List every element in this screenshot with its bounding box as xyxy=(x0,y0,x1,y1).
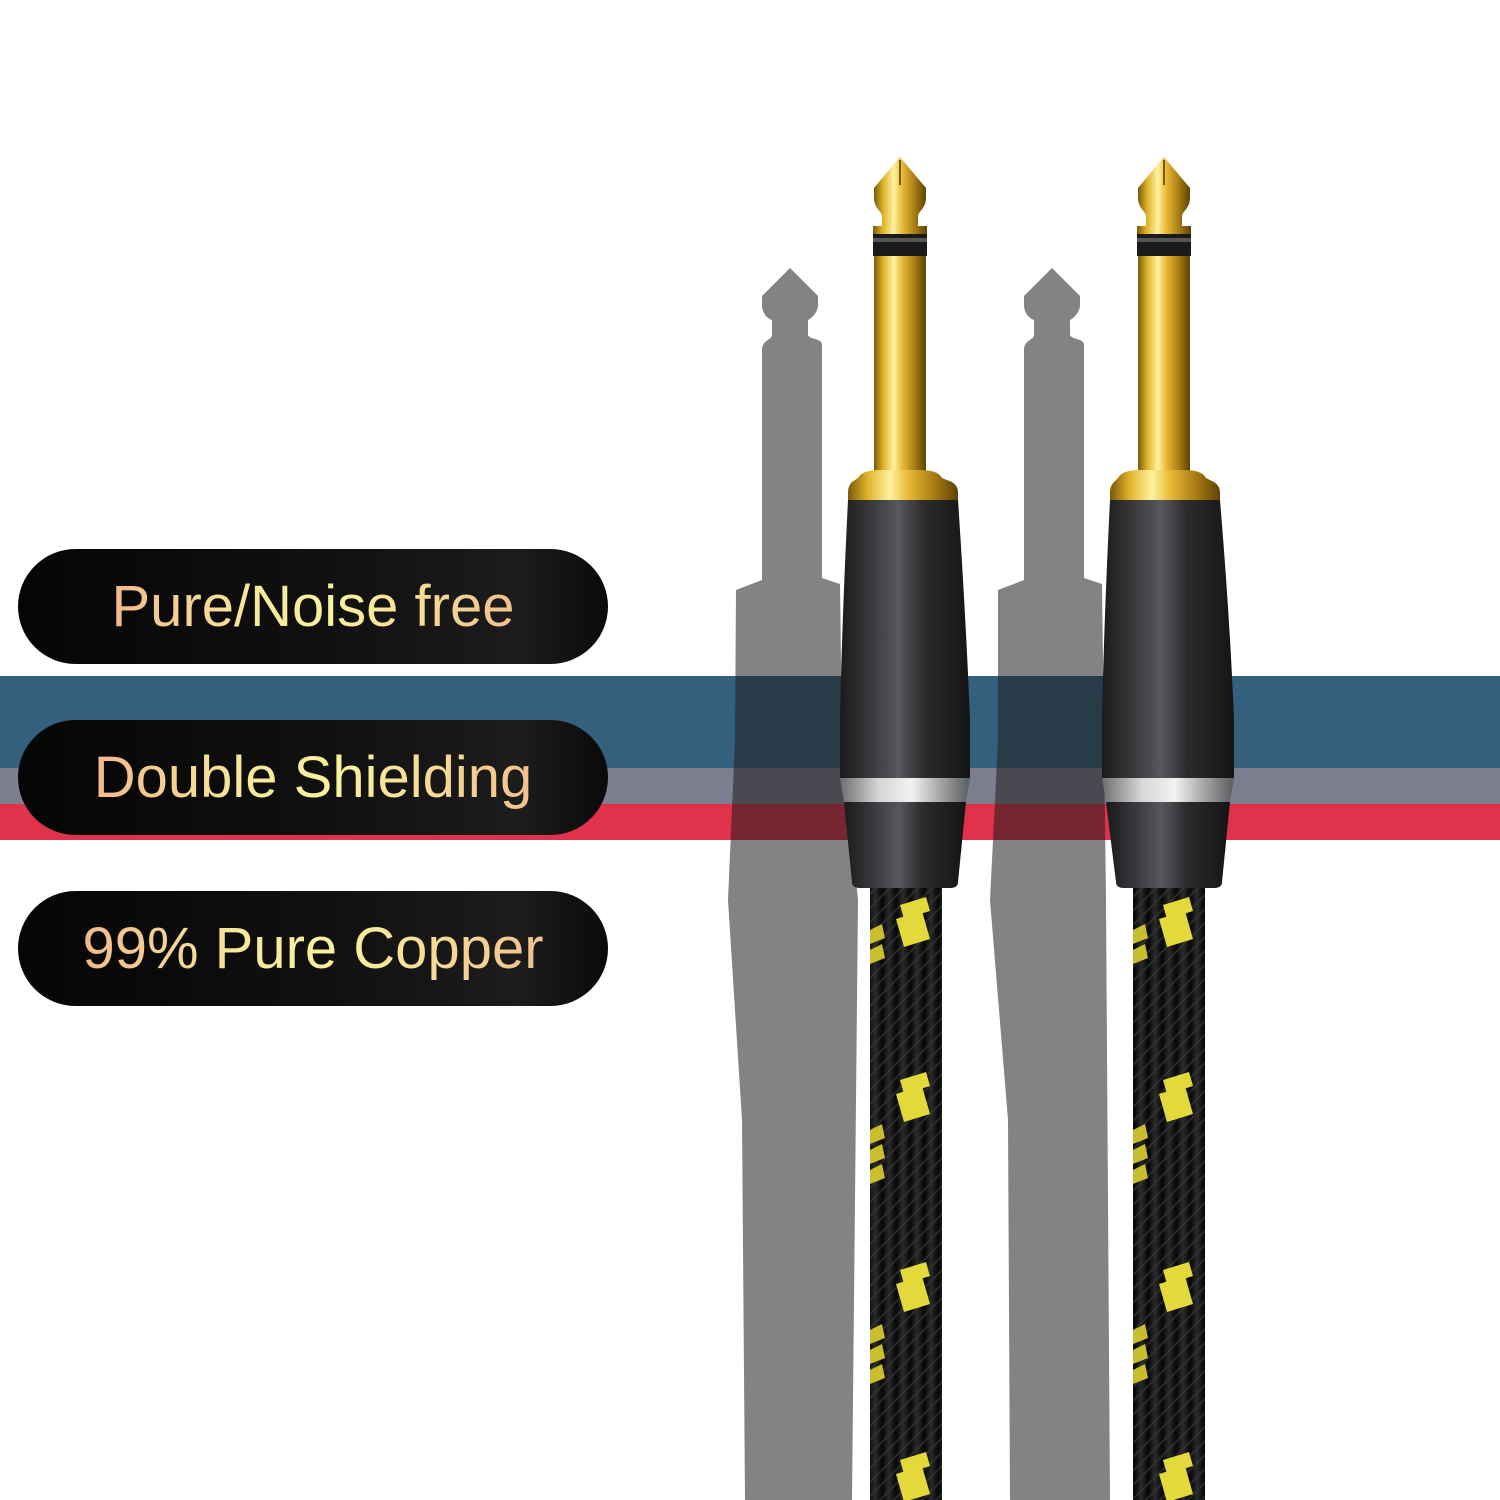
shadow-plug-right xyxy=(990,268,1110,1500)
feature-badge-noise-free: Pure/Noise free xyxy=(18,549,608,664)
feature-badge-double-shielding: Double Shielding xyxy=(18,720,608,835)
feature-label: Double Shielding xyxy=(93,745,533,810)
feature-badge-pure-copper: 99% Pure Copper xyxy=(18,891,608,1006)
jack-plug-right xyxy=(1102,157,1234,1500)
feature-label: 99% Pure Copper xyxy=(82,916,544,981)
feature-label: Pure/Noise free xyxy=(111,574,515,639)
jack-plug-left xyxy=(840,157,970,1500)
shadow-plug-left xyxy=(728,268,858,1500)
